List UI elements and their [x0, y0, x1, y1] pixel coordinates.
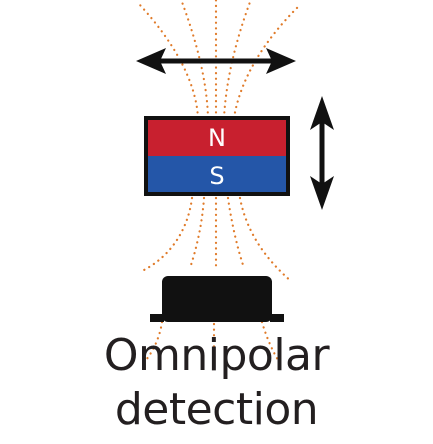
- vertical-double-arrow: [310, 96, 334, 210]
- vertical-arrow-top-head: [310, 96, 334, 130]
- field-line-lower-outer-right: [238, 196, 294, 284]
- magnet-south-pole: [146, 156, 288, 194]
- horizontal-arrow-left-head: [136, 48, 166, 74]
- horizontal-arrow-right-head: [266, 48, 296, 74]
- north-label: N: [208, 124, 226, 152]
- caption-line-2: detection: [114, 384, 319, 435]
- field-line-upper-mid-left: [180, 0, 210, 120]
- field-line-sensor-right: [260, 320, 280, 362]
- hall-sensor: [150, 276, 284, 322]
- caption-line-1: Omnipolar: [103, 330, 330, 381]
- south-label: S: [209, 162, 224, 190]
- magnet-north-pole: [146, 118, 288, 156]
- sensor-pin-left: [150, 314, 164, 322]
- field-line-upper-mid-right: [222, 0, 252, 120]
- field-line-sensor-left: [144, 320, 164, 362]
- field-line-lower-mid-right: [226, 196, 246, 270]
- field-line-lower-outer-left: [138, 196, 194, 274]
- horizontal-double-arrow: [136, 48, 296, 74]
- sensor-body: [162, 276, 272, 322]
- magnet-outline: [144, 116, 290, 196]
- vertical-arrow-bottom-head: [310, 176, 334, 210]
- bar-magnet: N S: [144, 116, 290, 196]
- sensor-pin-right: [270, 314, 284, 322]
- field-line-lower-mid-left: [188, 196, 206, 270]
